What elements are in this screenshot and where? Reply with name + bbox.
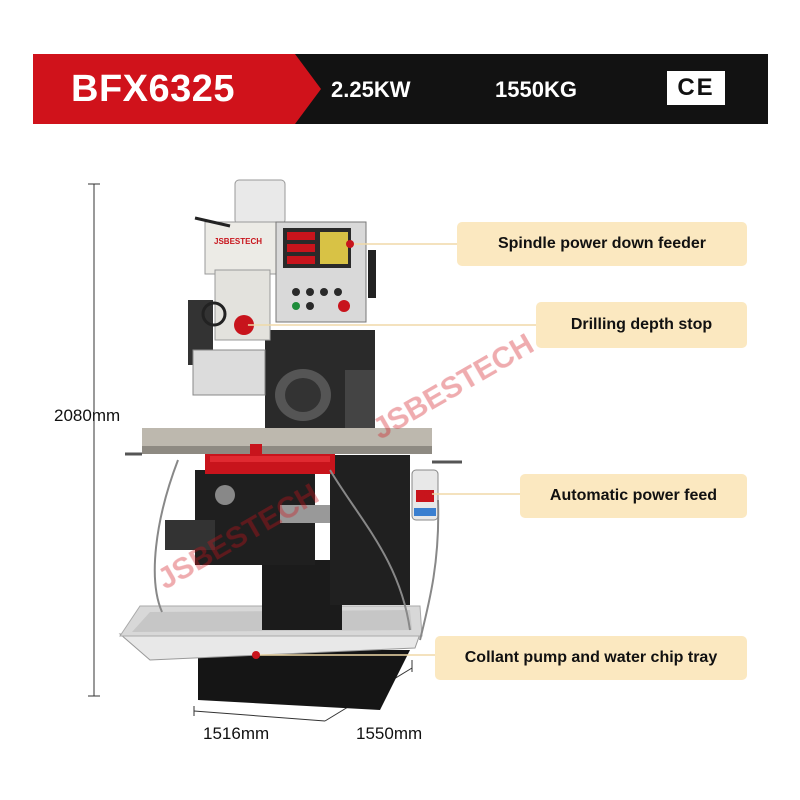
banner-arrow [295,54,321,124]
work-table [125,428,462,464]
weight-spec: 1550KG [495,77,577,102]
banner-model-panel [33,54,295,124]
power-spec: 2.25KW [331,77,411,102]
width-dimension-line [193,706,326,722]
callout-marker-dots [240,240,432,659]
depth-dimension-label: 1550mm [356,724,423,743]
callout-automatic-power-feed: Automatic power feed [520,474,747,518]
callout-spindle-power-down-feeder: Spindle power down feeder [457,222,747,266]
height-dimension-line [88,183,100,697]
callout-leader-lines [244,243,536,656]
coolant-hoses [153,459,440,641]
watermark-text: JSBESTECH [367,327,539,446]
callout-drilling-depth-stop: Drilling depth stop [536,302,747,348]
machine-base [118,605,423,710]
dro-control-panel [275,221,376,323]
ce-mark: CE [667,71,725,105]
spec-banner: BFX6325 2.25KW 1550KG CE [33,54,768,124]
head-brand-text: JSBESTECH [214,237,262,246]
model-name: BFX6325 [71,68,236,110]
knee-saddle [165,452,335,565]
height-dimension-label: 2080mm [54,406,121,425]
callout-coolant-pump-chip-tray: Collant pump and water chip tray [435,636,747,680]
width-dimension-label: 1516mm [203,724,270,743]
